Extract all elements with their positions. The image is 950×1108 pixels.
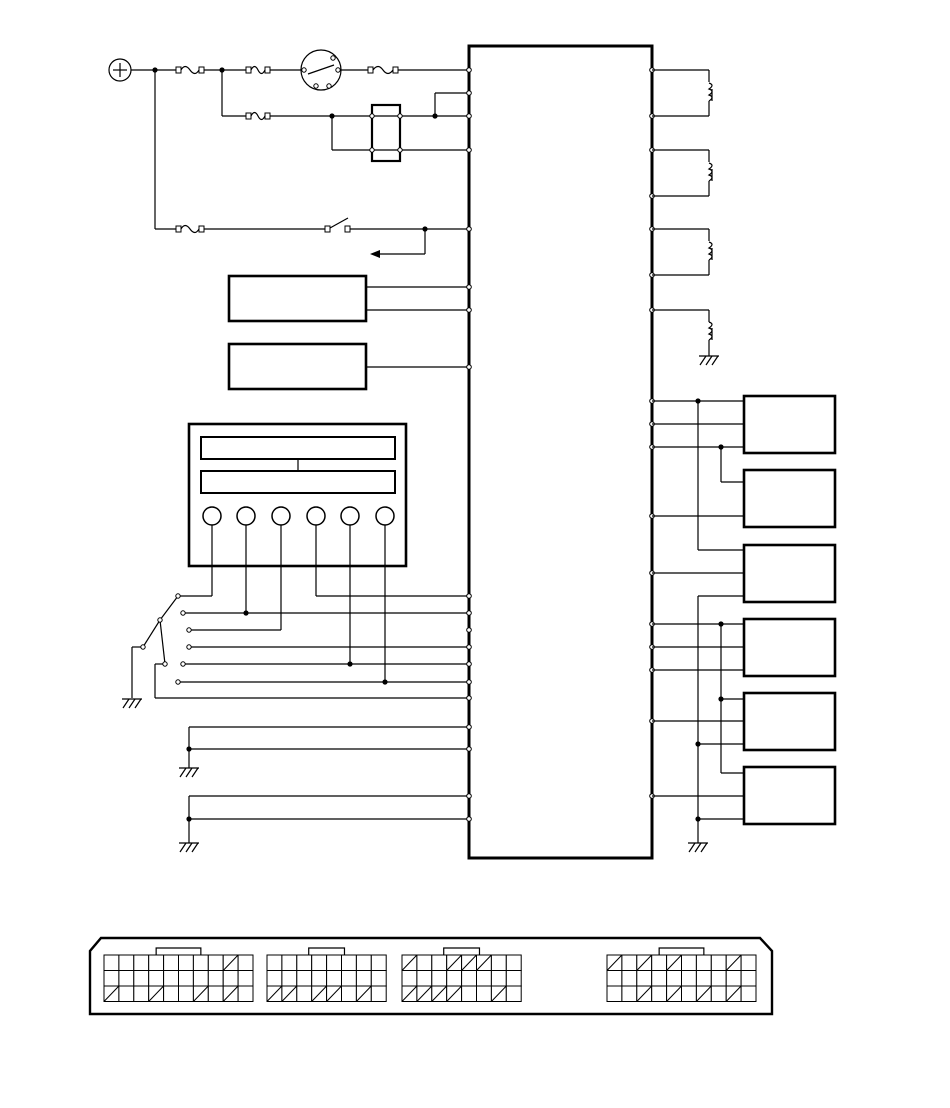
relay-coil-icon — [652, 69, 713, 117]
sensor-module — [742, 617, 837, 678]
ecu-pin-left — [466, 724, 472, 730]
ground-wires-left — [186, 726, 469, 843]
connector-block — [266, 947, 387, 1002]
battery-plus-icon — [108, 58, 132, 82]
ground-icon — [122, 698, 142, 709]
relay-coil-icon — [652, 228, 713, 276]
ecu-pin-left — [466, 90, 472, 96]
sensor-module — [742, 765, 837, 826]
sensor-box-lower — [227, 342, 469, 391]
gauge-icon — [340, 506, 360, 526]
ground-icon — [179, 767, 199, 778]
connector-block — [103, 947, 254, 1002]
fuse-icon — [175, 65, 205, 75]
sensor-module — [742, 543, 837, 604]
connector-block — [606, 947, 757, 1002]
ecu-pin-left — [466, 627, 472, 633]
ecu-pin-left — [466, 695, 472, 701]
ecu-pin-left — [466, 147, 472, 153]
ecu-pin-left — [466, 67, 472, 73]
ecu-pin-left — [466, 226, 472, 232]
right-module-wiring — [652, 398, 744, 843]
gauge-icon — [202, 506, 222, 526]
ecu-pin-left — [466, 679, 472, 685]
fuse-icon — [245, 111, 271, 121]
ground-icon — [688, 842, 708, 853]
ecu-connector-face — [88, 936, 774, 1016]
ignition-switch-icon — [300, 49, 342, 91]
fuse-icon — [245, 65, 271, 75]
gauge-icon — [375, 506, 395, 526]
sensor-module — [742, 468, 837, 529]
power-feed-wires — [131, 67, 469, 258]
relay-coil-icon — [652, 149, 713, 197]
ecu-pin-left — [466, 816, 472, 822]
sensor-module — [742, 394, 837, 455]
connector-block — [401, 947, 522, 1002]
fuse-icon — [175, 224, 205, 234]
ecu-module — [466, 44, 655, 860]
sensor-module — [742, 691, 837, 752]
relay-coil-icon — [652, 309, 713, 356]
ecu-pin-left — [466, 113, 472, 119]
ecu-pin-left — [466, 284, 472, 290]
ecu-pin-left — [466, 307, 472, 313]
gauge-icon — [271, 506, 291, 526]
instrument-cluster — [187, 422, 408, 568]
switch-icon — [324, 217, 351, 233]
ground-icon — [179, 842, 199, 853]
selector-switch — [131, 525, 469, 699]
sensor-box-upper — [227, 274, 469, 323]
fuse-icon — [367, 65, 399, 75]
ecu-pin-left — [466, 793, 472, 799]
ecu-pin-left — [466, 661, 472, 667]
gauge-icon — [306, 506, 326, 526]
main-relay — [369, 103, 403, 163]
gauge-icon — [236, 506, 256, 526]
ecu-pin-left — [466, 644, 472, 650]
ecu-pin-left — [466, 593, 472, 599]
ecu-pin-left — [466, 610, 472, 616]
ground-icon — [699, 355, 719, 366]
ecu-pin-left — [466, 364, 472, 370]
ecu-pin-left — [466, 746, 472, 752]
